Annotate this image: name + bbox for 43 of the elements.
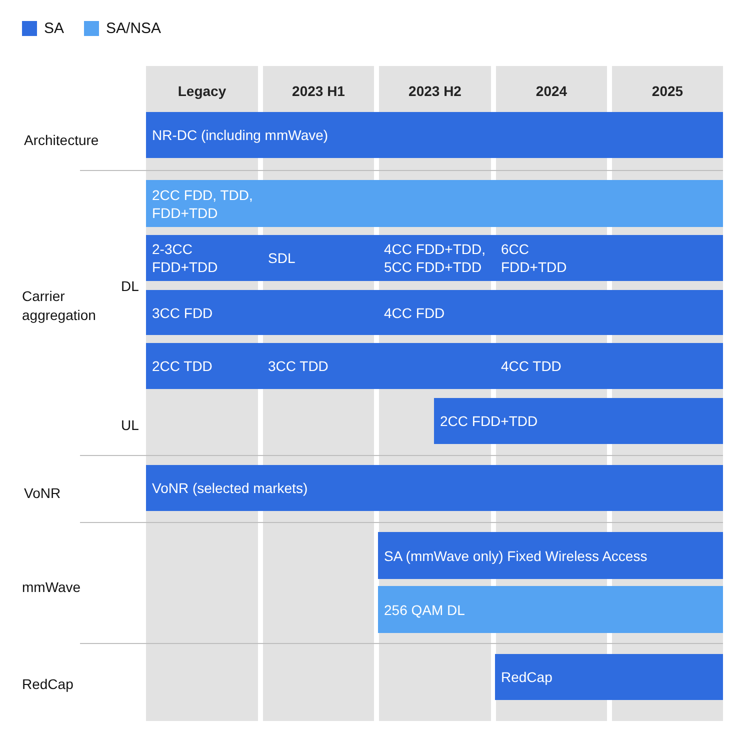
legend-label: SA xyxy=(44,20,64,37)
column-header: 2023 H2 xyxy=(408,83,462,99)
column-header: 2023 H1 xyxy=(291,83,346,99)
timeline-bar xyxy=(146,290,378,335)
column-header: Legacy xyxy=(176,83,228,99)
bar-label: 2-3CC FDD+TDD xyxy=(152,240,219,276)
bar-label: VoNR (selected markets) xyxy=(152,479,308,497)
timeline-bar xyxy=(146,343,262,389)
bar-label: SA (mmWave only) Fixed Wireless Access xyxy=(384,546,648,564)
bar-label: 3CC TDD xyxy=(268,357,328,375)
bar-label: 2CC FDD+TDD xyxy=(440,412,538,430)
bar-label: 2CC TDD xyxy=(152,357,212,375)
timeline-bar xyxy=(146,465,723,511)
row-label: Carrier aggregation xyxy=(22,287,97,325)
bar-label: SDL xyxy=(268,249,296,267)
timeline-bar xyxy=(378,532,723,579)
row-label: VoNR xyxy=(24,484,61,503)
bar-label: RedCap xyxy=(501,668,552,686)
column-header: 2024 xyxy=(534,83,568,99)
row-label: UL xyxy=(121,416,139,435)
bar-label: NR-DC (including mmWave) xyxy=(152,126,328,144)
timeline-bar xyxy=(146,112,723,158)
row-label: mmWave xyxy=(22,578,81,597)
bar-label: 3CC FDD xyxy=(152,304,213,322)
timeline-bar xyxy=(434,398,723,444)
row-label: RedCap xyxy=(22,675,74,694)
row-label: DL xyxy=(121,277,139,296)
timeline-bar xyxy=(146,235,262,281)
bar-label: 4CC FDD xyxy=(384,304,445,322)
timeline-bar xyxy=(378,586,723,633)
timeline-bar xyxy=(378,290,723,335)
legend-label: SA/NSA xyxy=(106,20,162,37)
bar-label: 4CC FDD+TDD, 5CC FDD+TDD xyxy=(384,240,487,276)
row-label: Architecture xyxy=(24,131,99,150)
column-header: 2025 xyxy=(650,83,684,99)
timeline-bar xyxy=(495,235,723,281)
timeline-bar xyxy=(146,180,723,227)
bar-label: 256 QAM DL xyxy=(384,600,465,618)
bar-label: 2CC FDD, TDD, FDD+TDD xyxy=(152,186,254,222)
bar-label: 6CC FDD+TDD xyxy=(501,240,568,276)
bar-label: 4CC TDD xyxy=(501,357,562,375)
timeline-bar xyxy=(495,654,723,700)
timeline-bar xyxy=(495,343,723,389)
